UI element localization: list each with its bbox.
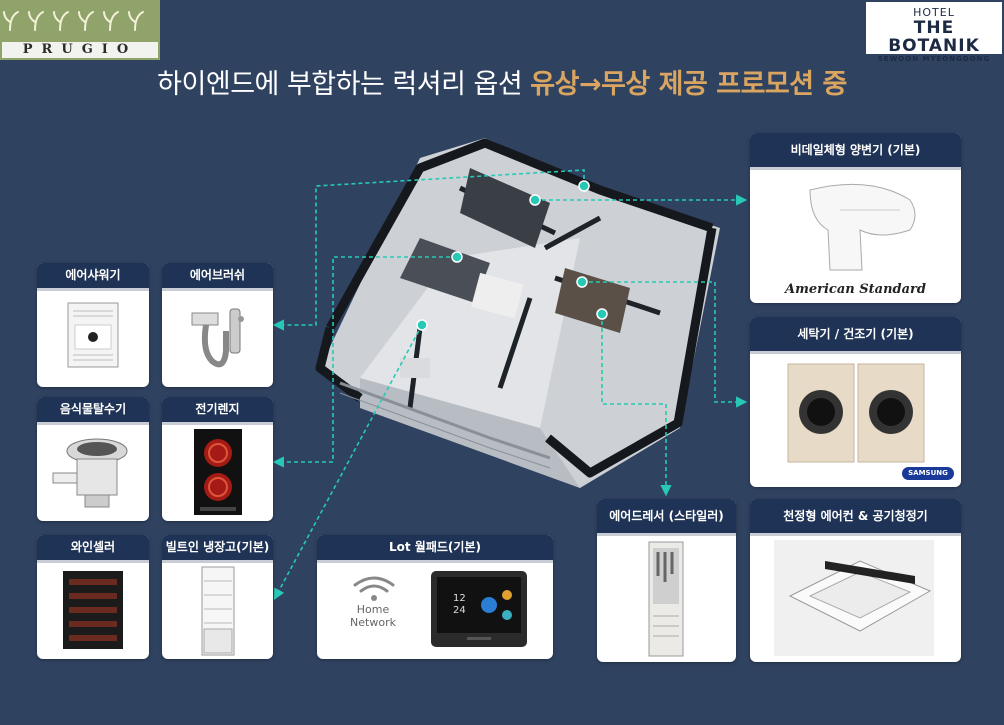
hotel-label: HOTEL xyxy=(913,6,955,19)
american-standard-brand: American Standard xyxy=(785,282,926,297)
fridge-icon xyxy=(201,566,235,656)
card-food-disposer: 음식물탈수기 xyxy=(37,397,149,521)
card-ceiling-ac-title: 천정형 에어컨 & 공기청정기 xyxy=(750,499,961,536)
air-brush-icon xyxy=(191,308,244,368)
card-washer-dryer: 세탁기 / 건조기 (기본) SAMSUNG xyxy=(750,317,961,487)
svg-text:24: 24 xyxy=(453,605,466,616)
wifi-icon xyxy=(353,576,395,601)
card-wine-cellar-title: 와인셀러 xyxy=(37,535,149,563)
card-air-brush: 에어브러쉬 xyxy=(162,263,273,387)
bidet-toilet-icon xyxy=(809,183,916,271)
botanik-logo: HOTEL THE BOTANIK SEWOON MYEONGDONG xyxy=(866,2,1002,63)
cooktop-icon xyxy=(194,429,242,515)
food-disposer-icon xyxy=(52,438,128,508)
card-wine-cellar: 와인셀러 xyxy=(37,535,149,659)
ceiling-ac-icon xyxy=(774,540,934,656)
title-highlight: 유상→무상 제공 프로모션 중 xyxy=(530,69,847,100)
card-bidet-toilet-title: 비데일체형 양변기 (기본) xyxy=(750,133,961,170)
card-cooktop-title: 전기렌지 xyxy=(162,397,273,425)
sprout-pattern-icon xyxy=(3,11,144,31)
card-builtin-fridge: 빌트인 냉장고(기본) xyxy=(162,535,273,659)
card-wallpad-title: Lot 월패드(기본) xyxy=(317,535,553,563)
card-air-dresser-title: 에어드레서 (스타일러) xyxy=(597,499,736,536)
card-air-shower-title: 에어샤워기 xyxy=(37,263,149,291)
card-bidet-toilet: 비데일체형 양변기 (기본) American Standard xyxy=(750,133,961,303)
washer-dryer-icon xyxy=(787,363,925,463)
air-shower-icon xyxy=(67,302,119,368)
card-cooktop: 전기렌지 xyxy=(162,397,273,521)
floor-plan-illustration xyxy=(315,138,720,488)
prugio-logo: PRUGIO xyxy=(0,0,160,60)
page-title: 하이엔드에 부합하는 럭셔리 옵션 유상→무상 제공 프로모션 중 xyxy=(0,62,1004,101)
card-food-disposer-title: 음식물탈수기 xyxy=(37,397,149,425)
wine-cellar-icon xyxy=(63,571,123,649)
card-air-dresser: 에어드레서 (스타일러) xyxy=(597,499,736,662)
card-air-brush-title: 에어브러쉬 xyxy=(162,263,273,291)
botanik-subtitle: SEWOON MYEONGDONG xyxy=(877,55,991,63)
title-normal: 하이엔드에 부합하는 럭셔리 옵션 xyxy=(157,69,531,100)
home-network-line1: Home xyxy=(356,603,390,616)
wallpad-device-icon: 12 24 xyxy=(431,571,527,647)
prugio-brand-text: PRUGIO xyxy=(2,42,158,58)
air-dresser-icon xyxy=(648,541,684,657)
card-builtin-fridge-title: 빌트인 냉장고(기본) xyxy=(162,535,273,563)
botanik-title: THE BOTANIK xyxy=(888,18,980,56)
home-network-line2: Network xyxy=(350,616,396,629)
card-washer-dryer-title: 세탁기 / 건조기 (기본) xyxy=(750,317,961,354)
svg-text:12: 12 xyxy=(453,593,466,604)
samsung-brand: SAMSUNG xyxy=(902,467,954,480)
card-air-shower: 에어샤워기 xyxy=(37,263,149,387)
card-ceiling-ac: 천정형 에어컨 & 공기청정기 xyxy=(750,499,961,662)
